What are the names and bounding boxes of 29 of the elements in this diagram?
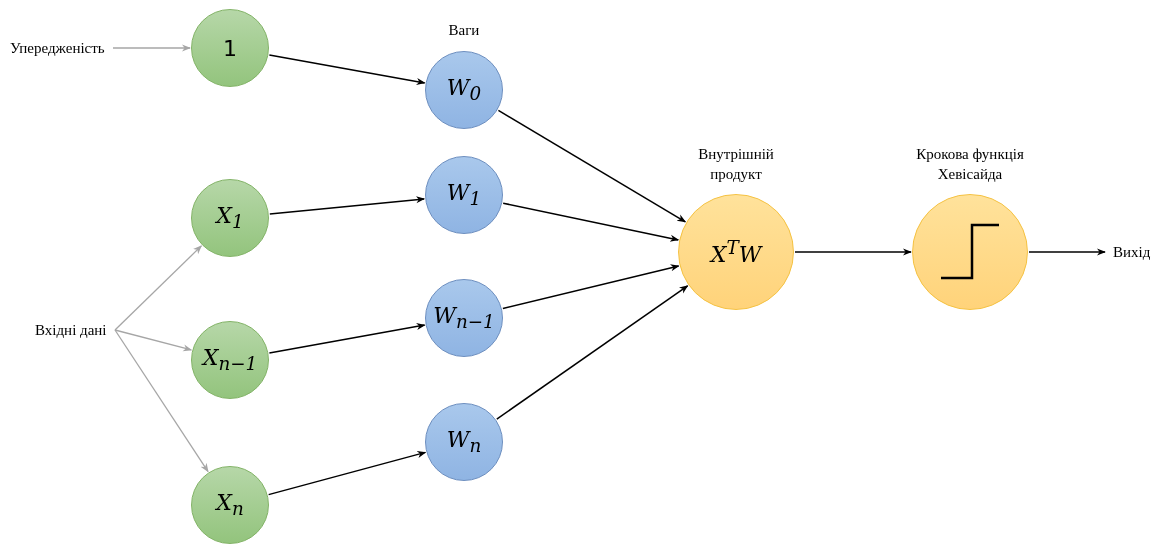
node-heading: Крокова функція Хевісайда (915, 145, 1025, 184)
arrow (502, 202, 680, 242)
text-label: Вхідні дані (35, 321, 107, 339)
math-label: X$_{n−1}$ (202, 345, 258, 375)
math-label: X$^{T}$W (710, 236, 762, 268)
math-label: W$_{1}$ (446, 180, 482, 210)
text-label: Вихід (1113, 243, 1151, 261)
text-label: Упередженість (10, 39, 105, 57)
math-label: W$_{0}$ (446, 75, 482, 105)
math-label: 1 (223, 35, 237, 61)
column-heading: Ваги (448, 21, 480, 39)
arrow (269, 196, 426, 215)
math-label: W$_{n−1}$ (433, 303, 495, 333)
arrow (268, 54, 426, 86)
math-label: X$_{1}$ (216, 203, 244, 233)
arrow (1028, 248, 1106, 256)
arrow (114, 245, 202, 331)
node-heading: Внутрішній продукт (697, 145, 775, 184)
arrow (502, 264, 680, 310)
math-label: X$_{n}$ (216, 490, 244, 520)
arrow (114, 329, 193, 352)
arrow (794, 248, 912, 256)
math-label: W$_{n}$ (446, 427, 482, 457)
arrow (497, 109, 687, 223)
arrow (112, 44, 191, 52)
arrow (114, 329, 209, 473)
arrow (268, 322, 426, 354)
arrow (267, 451, 427, 496)
arrow (496, 285, 689, 420)
